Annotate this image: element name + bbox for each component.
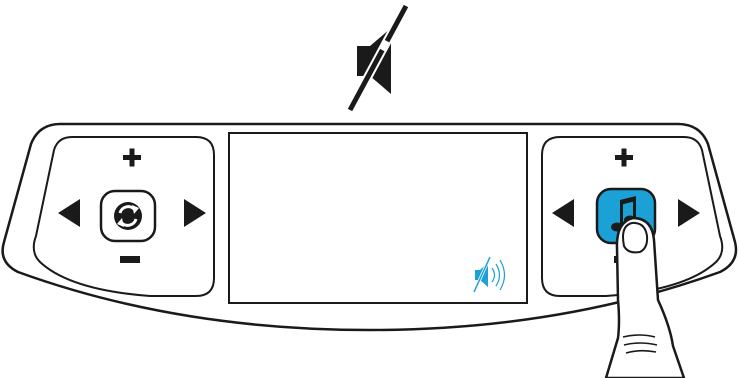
- minus-icon[interactable]: [120, 256, 140, 263]
- arrow-right-icon[interactable]: [184, 199, 206, 227]
- plus-icon[interactable]: [615, 148, 633, 167]
- display-screen: [228, 132, 528, 304]
- speaker-muted-icon: [346, 3, 410, 113]
- arrow-right-icon[interactable]: [678, 199, 700, 227]
- arrow-left-icon[interactable]: [552, 199, 574, 227]
- left-control-pad[interactable]: [32, 136, 215, 297]
- plus-icon[interactable]: [123, 148, 141, 167]
- refresh-key[interactable]: [99, 189, 157, 243]
- speaker-muted-small-icon: [472, 256, 506, 293]
- arrow-left-icon[interactable]: [58, 199, 80, 227]
- finger-press-icon: [604, 216, 686, 378]
- refresh-icon: [114, 202, 142, 230]
